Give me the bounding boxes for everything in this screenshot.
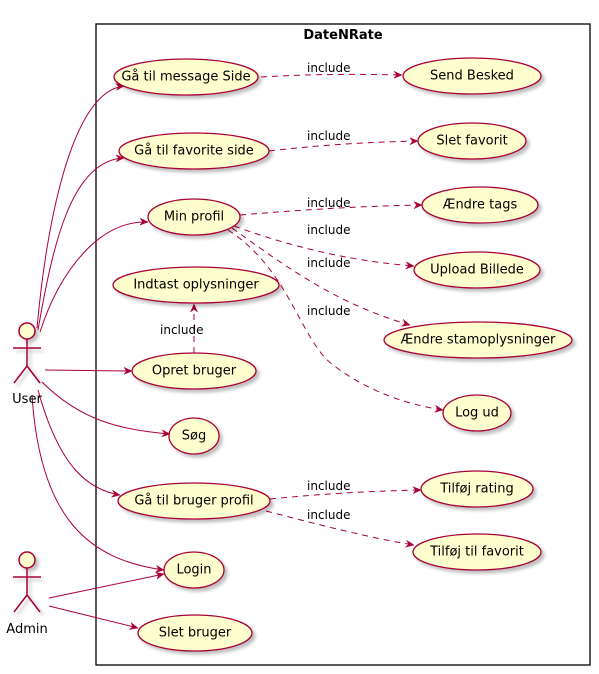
include-label-bprofil-rating: include <box>307 479 350 493</box>
use-cases: Gå til message Side Send Besked Gå til fav… <box>112 57 573 652</box>
include-arrow-msg-send <box>260 74 402 77</box>
actor-user <box>13 322 41 384</box>
usecase-ellipse-sog <box>168 417 220 455</box>
actor-head-admin <box>18 551 36 569</box>
usecase-ellipse-fav <box>118 132 270 170</box>
include-arrow-profil-stamo <box>231 227 410 325</box>
usecase-label-send: Send Besked <box>430 69 514 84</box>
include-label-fav-slet_fav: include <box>307 129 350 143</box>
include-label-bprofil-tilfav: include <box>307 508 350 522</box>
associations <box>31 86 170 628</box>
association-user-sog <box>41 381 170 434</box>
usecase-sog: Søg <box>168 417 220 455</box>
usecase-ellipse-sletb <box>137 614 253 652</box>
usecase-label-sog: Søg <box>182 429 206 444</box>
include-label-profil-upload: include <box>307 223 350 237</box>
usecase-send: Send Besked <box>402 57 542 95</box>
usecase-label-tilfav: Tilføj til favorit <box>429 545 524 560</box>
usecase-ellipse-profil <box>147 198 241 236</box>
usecase-ellipse-rating <box>420 470 534 508</box>
usecase-label-logud: Log ud <box>455 406 499 421</box>
actor-admin <box>13 551 41 613</box>
include-arrow-bprofil-rating <box>269 490 421 500</box>
usecase-ellipse-upload <box>413 251 541 289</box>
usecase-ellipse-indtast <box>112 266 280 304</box>
usecase-ellipse-bprofil <box>117 482 271 520</box>
association-user-msg <box>36 86 124 329</box>
usecase-fav: Gå til favorite side <box>118 132 270 170</box>
usecase-slet_fav: Slet favorit <box>417 122 527 160</box>
include-arrow-bprofil-tilfav <box>265 510 414 545</box>
actor-right-leg-user <box>26 365 41 384</box>
usecase-upload: Upload Billede <box>413 251 541 289</box>
include-label-opret-indtast: include <box>160 323 203 337</box>
usecase-label-indtast: Indtast oplysninger <box>133 278 259 293</box>
usecase-ellipse-slet_fav <box>417 122 527 160</box>
system-frame <box>95 23 591 666</box>
usecase-login: Login <box>163 551 225 589</box>
usecase-ellipse-send <box>402 57 542 95</box>
usecase-label-sletb: Slet bruger <box>159 626 232 641</box>
usecase-indtast: Indtast oplysninger <box>112 266 280 304</box>
actor-right-leg-admin <box>26 594 41 613</box>
include-arrow-fav-slet_fav <box>268 141 418 152</box>
actor-label-admin: Admin <box>6 622 47 637</box>
usecase-label-slet_fav: Slet favorit <box>436 134 507 149</box>
association-user-login <box>31 394 164 570</box>
association-user-fav <box>37 158 124 331</box>
association-user-profil <box>39 222 148 333</box>
usecase-opret: Opret bruger <box>131 352 257 390</box>
actor-left-leg-user <box>13 365 28 384</box>
usecase-ellipse-tilfav <box>412 533 542 571</box>
usecase-label-profil: Min profil <box>164 210 224 225</box>
actor-head-user <box>18 322 36 340</box>
usecase-label-fav: Gå til favorite side <box>134 144 254 159</box>
system-boundary: DateNRate <box>95 23 591 666</box>
usecase-ellipse-tags <box>421 186 539 224</box>
include-label-profil-stamo: include <box>307 256 350 270</box>
usecase-ellipse-stamo <box>383 321 573 359</box>
usecase-bprofil: Gå til bruger profil <box>117 482 271 520</box>
usecase-logud: Log ud <box>442 394 512 432</box>
usecase-stamo: Ændre stamoplysninger <box>383 321 573 359</box>
actor-label-user: User <box>12 392 42 407</box>
usecase-ellipse-login <box>163 551 225 589</box>
usecase-ellipse-msg <box>113 58 259 96</box>
actor-left-leg-admin <box>13 594 28 613</box>
usecase-ellipse-logud <box>442 394 512 432</box>
usecase-label-msg: Gå til message Side <box>121 70 250 85</box>
usecase-label-tags: Ændre tags <box>443 198 518 213</box>
usecase-tags: Ændre tags <box>421 186 539 224</box>
usecase-label-upload: Upload Billede <box>430 263 524 278</box>
usecase-label-login: Login <box>176 563 211 578</box>
include-label-profil-logud: include <box>307 304 350 318</box>
include-arrow-profil-upload <box>233 225 414 266</box>
usecase-label-bprofil: Gå til bruger profil <box>134 494 253 509</box>
include-relations: include include include include include inclu… <box>160 61 443 545</box>
usecase-rating: Tilføj rating <box>420 470 534 508</box>
include-arrow-profil-logud <box>227 229 443 410</box>
include-label-msg-send: include <box>307 61 350 75</box>
association-admin-login <box>48 574 164 599</box>
include-arrow-profil-tags <box>239 205 422 216</box>
association-admin-sletb <box>48 605 138 628</box>
association-user-bprofil <box>37 389 120 495</box>
usecase-ellipse-opret <box>131 352 257 390</box>
usecase-msg: Gå til message Side <box>113 58 259 96</box>
usecase-tilfav: Tilføj til favorit <box>412 533 542 571</box>
system-title: DateNRate <box>303 28 382 43</box>
usecase-label-opret: Opret bruger <box>152 364 237 379</box>
usecase-label-stamo: Ændre stamoplysninger <box>401 333 556 348</box>
usecase-profil: Min profil <box>147 198 241 236</box>
include-label-profil-tags: include <box>307 196 350 210</box>
association-user-opret <box>44 370 132 371</box>
usecase-sletb: Slet bruger <box>137 614 253 652</box>
usecase-label-rating: Tilføj rating <box>439 482 514 497</box>
